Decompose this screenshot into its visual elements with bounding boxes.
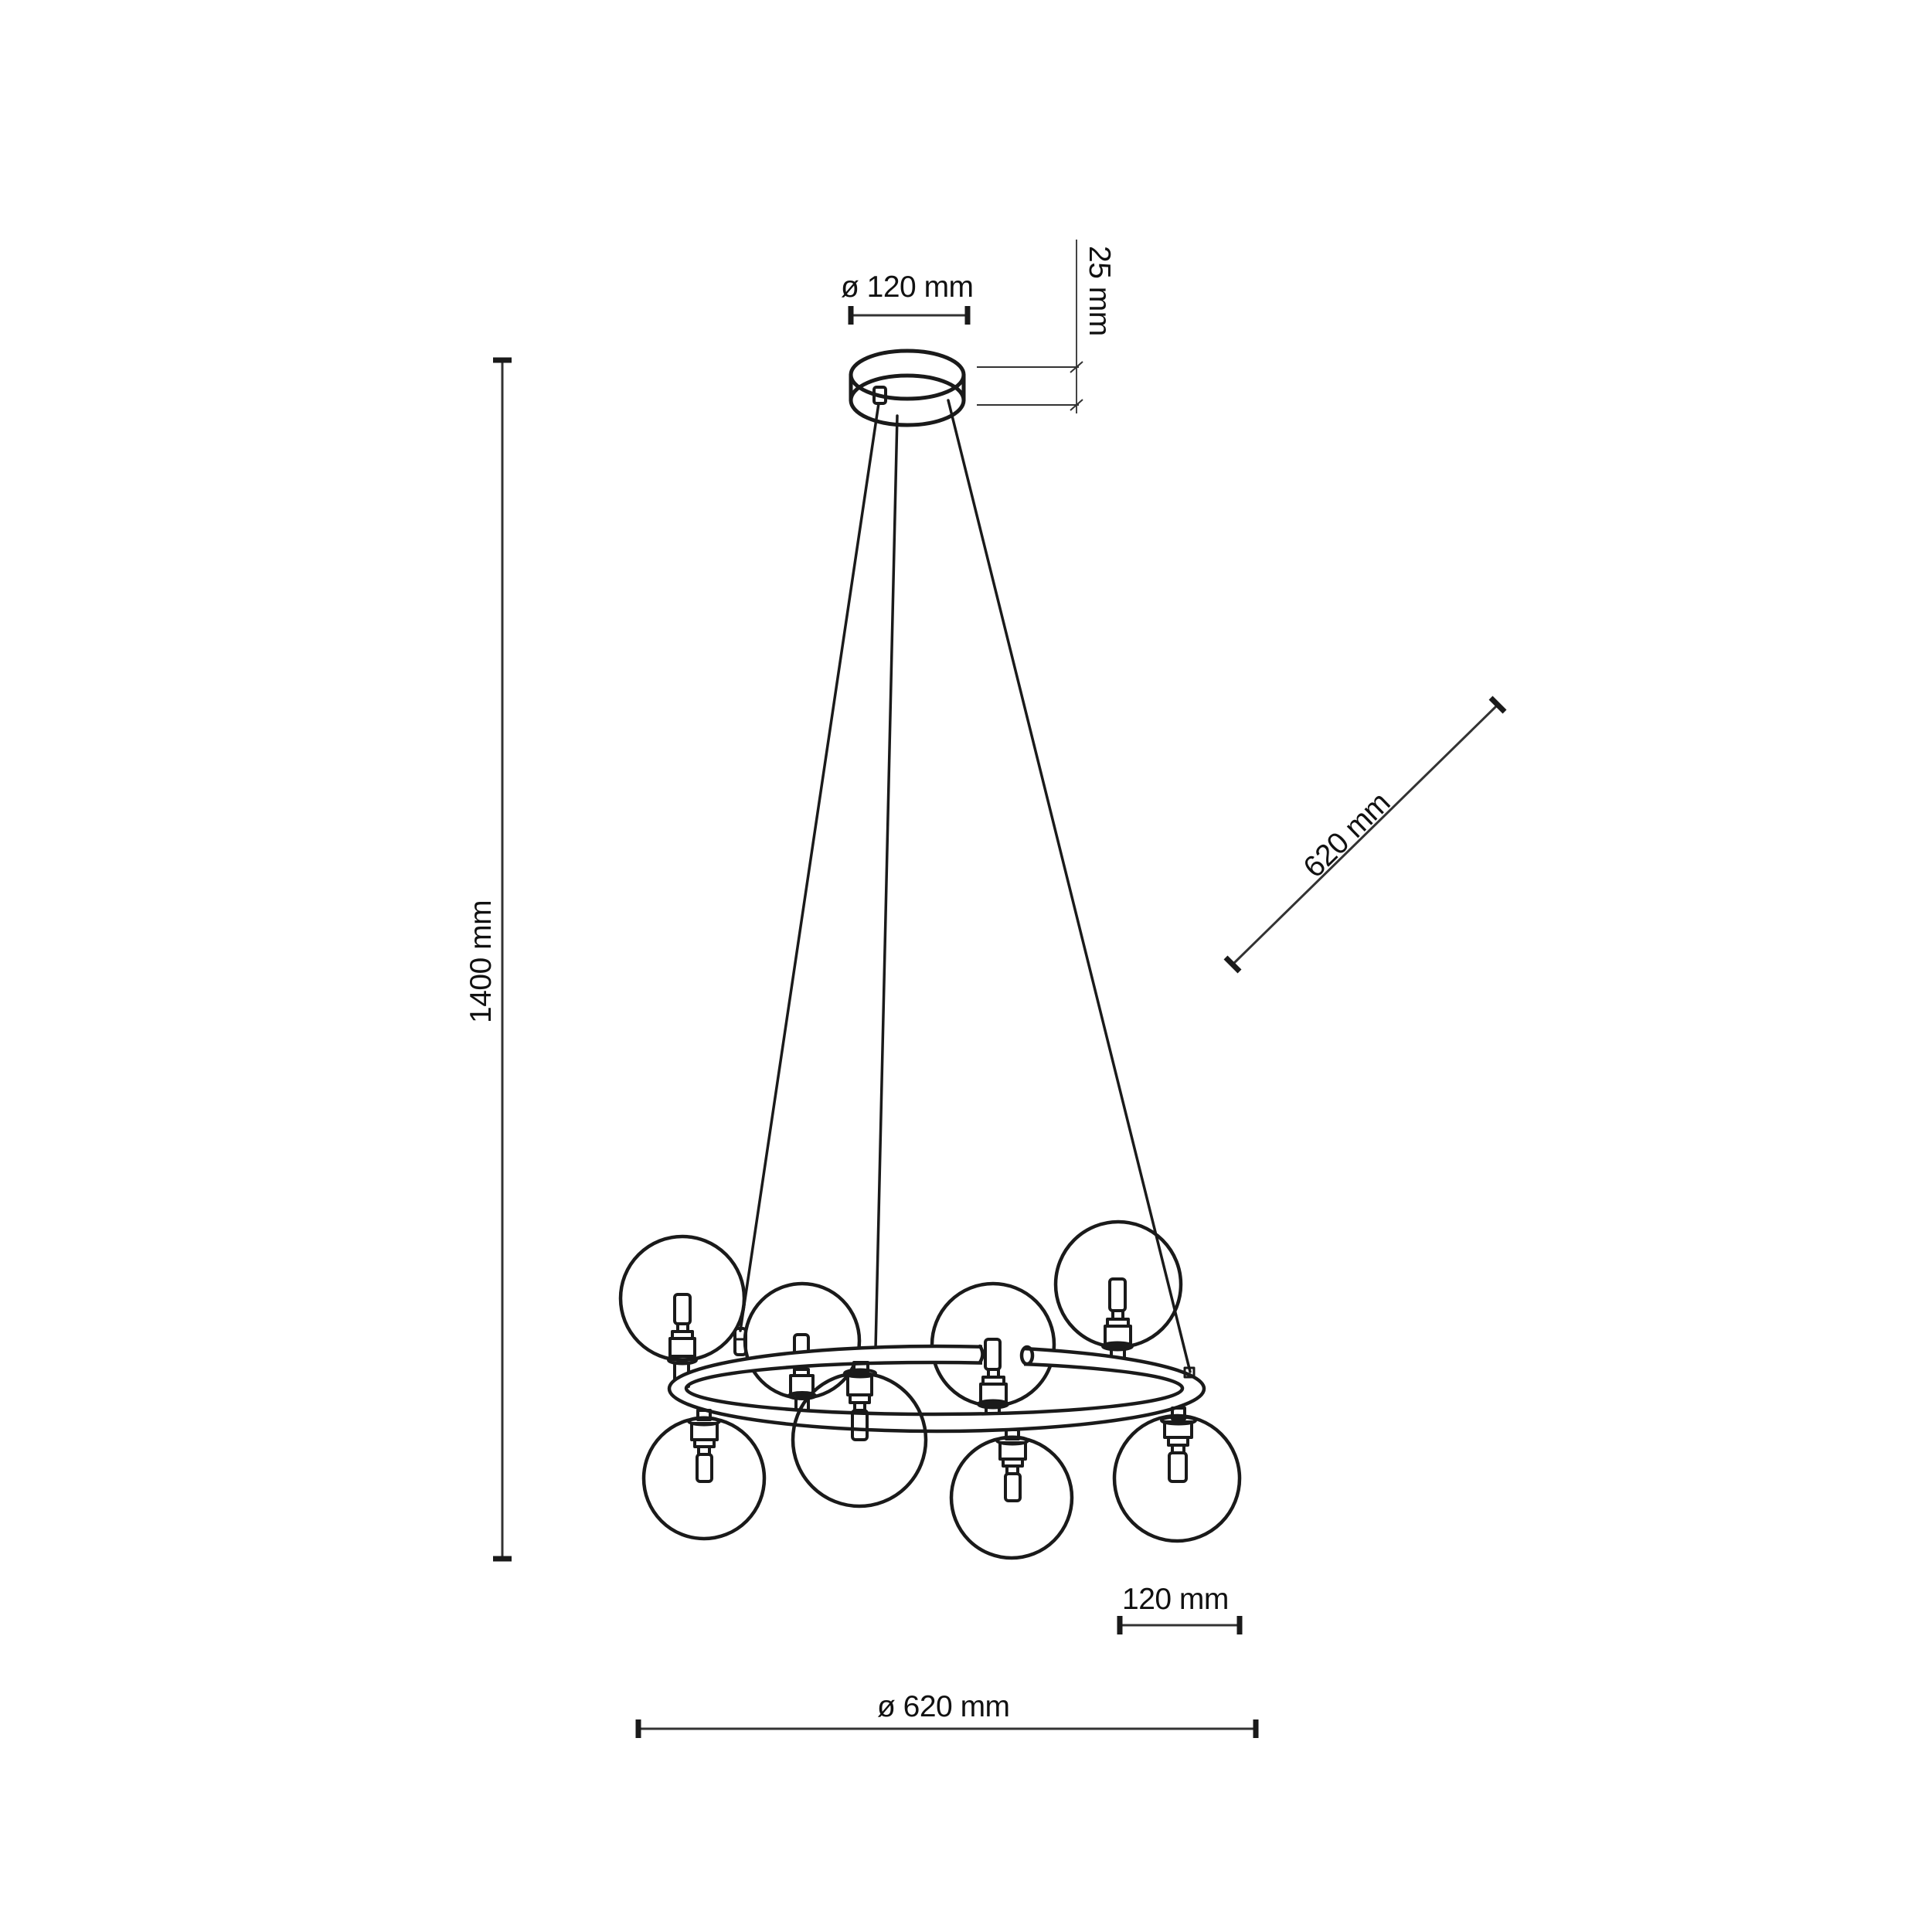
globe-front-left-bottom: [641, 1409, 767, 1541]
ring-gap: [982, 1342, 1024, 1366]
suspension-cables: [739, 399, 1192, 1373]
cable-left: [739, 402, 880, 1332]
dimension-canopy-height: [977, 240, 1083, 413]
label-globe-diameter: 120 mm: [1122, 1583, 1229, 1616]
globe-fitting-up: [1101, 1277, 1134, 1361]
globe-front-right-bottom: [1112, 1406, 1242, 1543]
globe-front-right-center: [949, 1428, 1074, 1560]
globe-back-right-top: [1053, 1219, 1183, 1361]
ring-end-left: [978, 1344, 985, 1365]
cable-middle: [874, 414, 899, 1350]
label-total-height: 1400 mm: [464, 900, 498, 1023]
globe-fitting-down: [843, 1361, 877, 1441]
label-canopy-height: 25 mm: [1083, 246, 1116, 336]
ring-end-right: [1019, 1345, 1035, 1366]
dimension-globe-diameter: [1117, 1616, 1243, 1634]
dimension-canopy-diameter: [848, 306, 971, 325]
dimension-ring-diameter: [635, 1719, 1259, 1738]
label-ring-diameter: ø 620 mm: [877, 1690, 1010, 1723]
globe-fitting-up: [787, 1333, 817, 1416]
globe-fitting-up-center-right: [977, 1338, 1009, 1415]
dimension-total-height: [493, 357, 512, 1562]
support-ring: [667, 1342, 1206, 1434]
cable-right: [947, 399, 1192, 1373]
label-canopy-diameter: ø 120 mm: [841, 270, 974, 304]
globe-fitting-down: [687, 1409, 721, 1483]
globe-front-center: [791, 1361, 928, 1509]
dimension-depth-diagonal: [1223, 696, 1507, 974]
cable-attach-post-right: [1183, 1366, 1196, 1379]
globe-fitting-down: [995, 1428, 1029, 1502]
ceiling-canopy: [849, 349, 966, 427]
globe-fitting-down: [1160, 1406, 1197, 1483]
